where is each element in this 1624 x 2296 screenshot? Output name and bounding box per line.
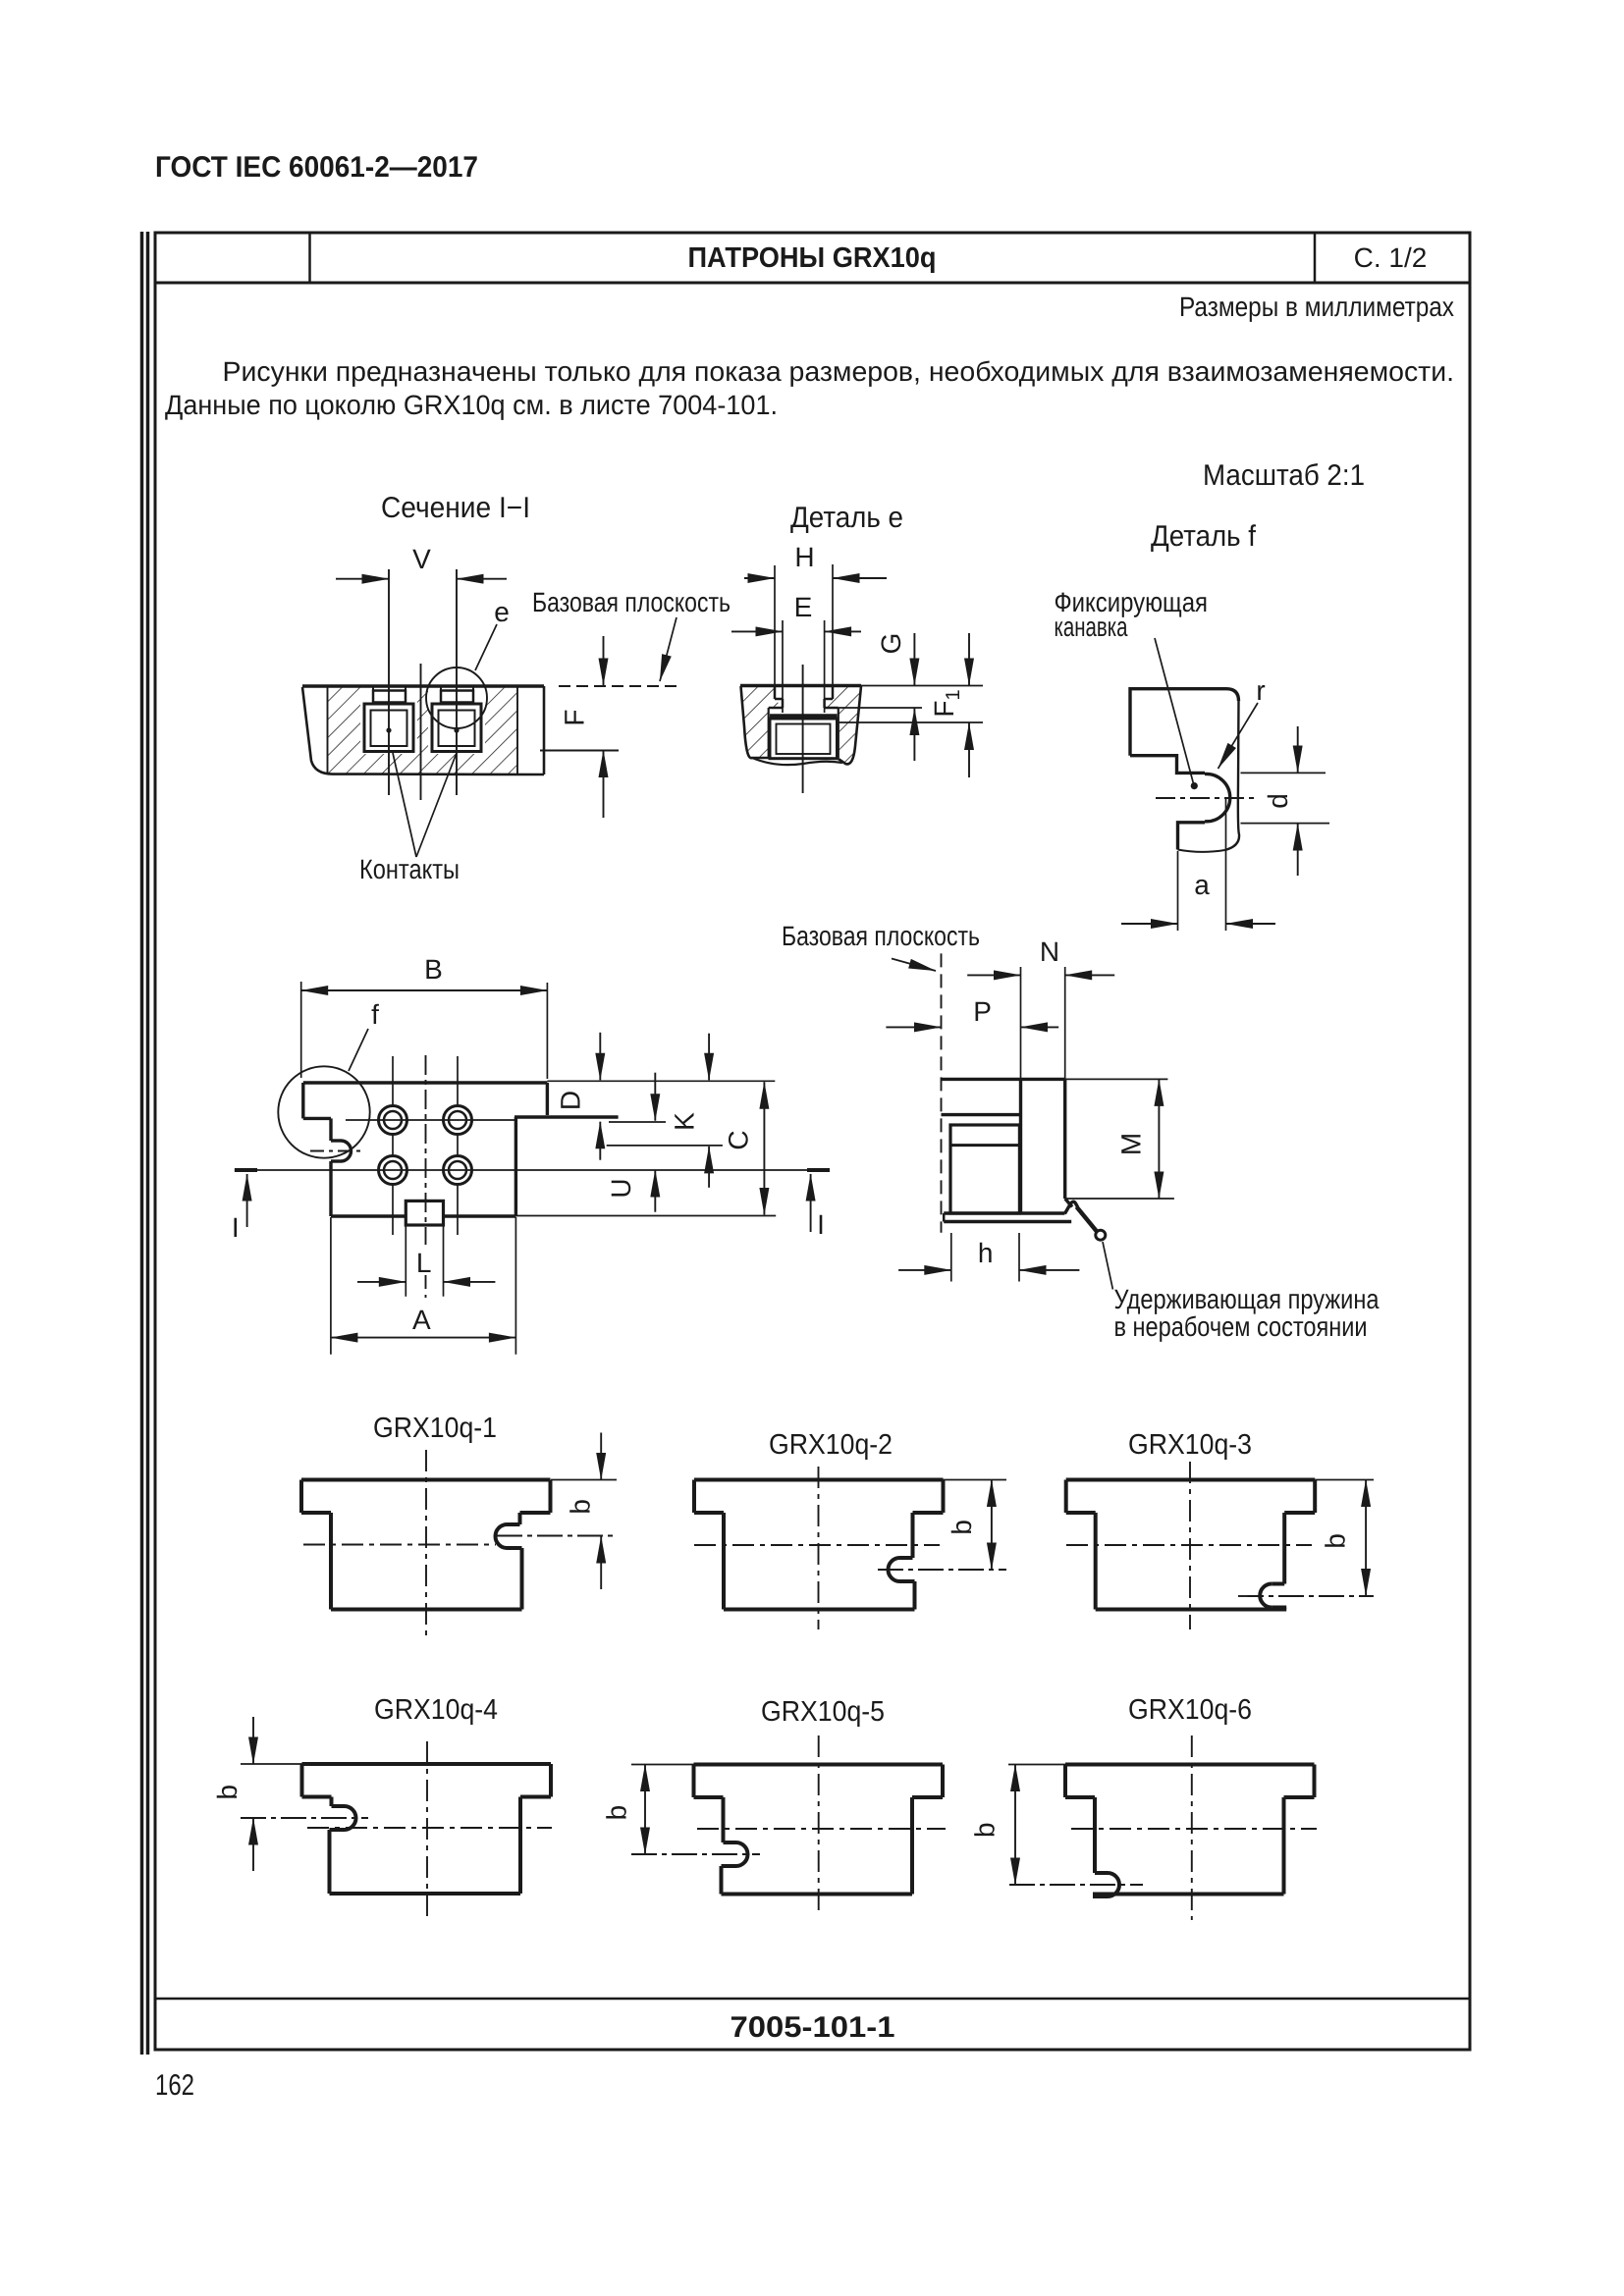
svg-text:I: I (232, 1212, 240, 1243)
svg-text:b: b (970, 1822, 1001, 1838)
svg-text:Рисунки предназначены только д: Рисунки предназначены только для показа … (223, 356, 1455, 387)
svg-text:GRX10q-5: GRX10q-5 (761, 1696, 885, 1728)
svg-text:F: F (560, 709, 590, 725)
svg-text:ГОСТ IEC 60061-2—2017: ГОСТ IEC 60061-2—2017 (155, 151, 478, 184)
svg-text:d: d (1263, 793, 1293, 809)
svg-text:Удерживающая пружина: Удерживающая пружина (1114, 1284, 1380, 1314)
svg-text:GRX10q-2: GRX10q-2 (769, 1429, 893, 1461)
svg-text:K: K (670, 1112, 700, 1131)
svg-text:GRX10q-6: GRX10q-6 (1128, 1694, 1252, 1726)
svg-text:Базовая плоскость: Базовая плоскость (782, 921, 980, 951)
svg-text:H: H (794, 542, 814, 572)
svg-text:h: h (978, 1238, 994, 1268)
svg-text:b: b (601, 1805, 631, 1821)
svg-text:GRX10q-1: GRX10q-1 (373, 1413, 497, 1444)
svg-text:L: L (416, 1248, 432, 1278)
svg-text:G: G (876, 633, 906, 655)
svg-text:Фиксирующая: Фиксирующая (1055, 587, 1209, 617)
svg-text:GRX10q-3: GRX10q-3 (1128, 1429, 1252, 1461)
svg-text:D: D (556, 1091, 586, 1110)
svg-text:f: f (371, 999, 379, 1030)
svg-text:Деталь f: Деталь f (1151, 520, 1257, 553)
svg-text:a: a (1194, 870, 1210, 900)
svg-text:U: U (606, 1178, 636, 1198)
svg-text:e: e (494, 597, 510, 627)
svg-text:B: B (424, 954, 443, 985)
svg-text:F1: F1 (929, 689, 964, 717)
svg-text:Контакты: Контакты (359, 854, 460, 884)
svg-text:в нерабочем состоянии: в нерабочем состоянии (1114, 1311, 1368, 1342)
svg-text:V: V (412, 544, 431, 574)
svg-text:Данные по цоколю GRX10q см. в: Данные по цоколю GRX10q см. в листе 7004… (165, 390, 778, 420)
svg-text:M: M (1116, 1133, 1147, 1155)
svg-text:Базовая плоскость: Базовая плоскость (532, 587, 731, 617)
svg-text:b: b (566, 1499, 596, 1515)
svg-text:Сечение I−I: Сечение I−I (381, 492, 530, 524)
svg-text:E: E (794, 592, 813, 622)
svg-text:b: b (212, 1785, 243, 1800)
svg-text:C: C (724, 1130, 754, 1149)
svg-text:N: N (1040, 936, 1059, 967)
svg-text:I: I (817, 1209, 825, 1240)
svg-text:7005-101-1: 7005-101-1 (731, 2011, 895, 2044)
svg-text:A: A (412, 1305, 431, 1335)
svg-text:b: b (1320, 1533, 1350, 1549)
svg-text:Размеры в миллиметрах: Размеры в миллиметрах (1179, 292, 1454, 322)
svg-text:b: b (947, 1520, 977, 1535)
svg-text:162: 162 (155, 2069, 194, 2102)
svg-text:P: P (973, 996, 992, 1027)
svg-text:Масштаб 2:1: Масштаб 2:1 (1203, 459, 1365, 492)
svg-text:r: r (1256, 675, 1265, 706)
svg-text:С. 1/2: С. 1/2 (1354, 242, 1428, 273)
svg-text:канавка: канавка (1055, 612, 1128, 642)
svg-text:GRX10q-4: GRX10q-4 (374, 1694, 498, 1726)
svg-text:ПАТРОНЫ GRX10q: ПАТРОНЫ GRX10q (688, 242, 937, 274)
svg-text:Деталь e: Деталь e (790, 502, 903, 534)
